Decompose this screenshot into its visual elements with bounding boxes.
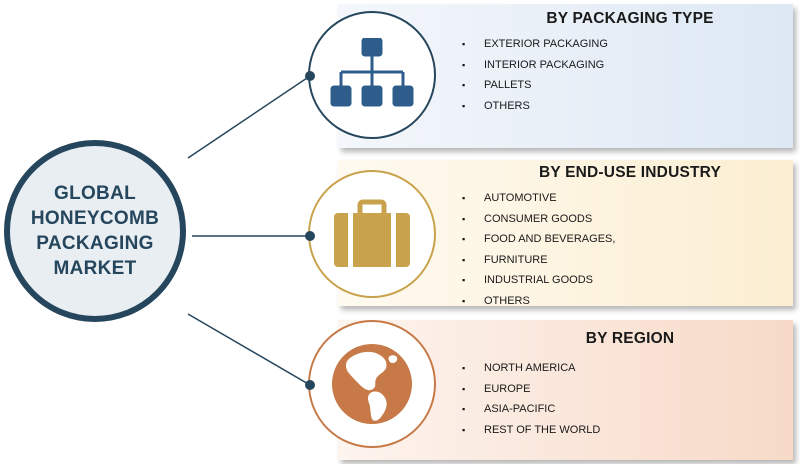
list-item-label: ASIA-PACIFIC bbox=[484, 403, 556, 416]
bullet-icon: ▪ bbox=[462, 39, 466, 49]
segment-item-list: ▪EXTERIOR PACKAGING ▪INTERIOR PACKAGING … bbox=[462, 34, 608, 116]
connector-dot bbox=[305, 71, 315, 81]
globe-icon-circle bbox=[308, 320, 436, 448]
bullet-icon: ▪ bbox=[462, 59, 466, 70]
list-item-label: AUTOMOTIVE bbox=[484, 192, 557, 204]
list-item-label: OTHERS bbox=[484, 99, 530, 112]
bullet-icon: ▪ bbox=[462, 363, 466, 373]
list-item: ▪ REST OF THE WORLD bbox=[462, 420, 600, 441]
list-item-label: FURNITURE bbox=[484, 253, 548, 266]
bullet-icon: ▪ bbox=[462, 275, 466, 286]
bullet-icon: ▪ bbox=[462, 383, 466, 394]
bullet-icon: ▪ bbox=[462, 424, 466, 435]
list-item-label: INDUSTRIAL GOODS bbox=[484, 274, 593, 287]
list-item: ▪ CONSUMER GOODS bbox=[462, 209, 615, 230]
center-title: GLOBAL HONEYCOMB PACKAGING MARKET bbox=[20, 181, 170, 281]
list-item: ▪ ASIA-PACIFIC bbox=[462, 399, 600, 420]
list-item-label: PALLETS bbox=[484, 79, 532, 92]
segment-item-list: ▪ NORTH AMERICA ▪ EUROPE ▪ ASIA-PACIFIC ▪ RE… bbox=[462, 358, 600, 440]
bullet-icon: ▪ bbox=[462, 213, 466, 224]
center-title-line: MARKET bbox=[53, 258, 137, 279]
list-item-label: EUROPE bbox=[484, 382, 531, 395]
center-market-circle: GLOBAL HONEYCOMB PACKAGING MARKET bbox=[4, 140, 186, 322]
list-item-label: OTHERS bbox=[484, 294, 530, 307]
bullet-icon: ▪ bbox=[462, 404, 466, 415]
list-item-label: REST OF THE WORLD bbox=[484, 423, 601, 436]
segment-title: BY END-USE INDUSTRY bbox=[538, 164, 722, 181]
bullet-icon: ▪ bbox=[462, 80, 466, 91]
list-item: ▪ AUTOMOTIVE bbox=[462, 188, 615, 209]
bullet-icon: ▪ bbox=[462, 100, 466, 111]
bullet-icon: ▪ bbox=[462, 295, 466, 306]
list-item: ▪ OTHERS bbox=[462, 291, 615, 312]
connector-dot bbox=[305, 380, 315, 390]
bullet-icon: ▪ bbox=[462, 254, 466, 265]
suitcase-icon bbox=[334, 199, 410, 267]
center-title-line: PACKAGING bbox=[36, 233, 154, 254]
connector-dot bbox=[305, 231, 315, 241]
list-item-label: INTERIOR PACKAGING bbox=[484, 58, 605, 71]
list-item: ▪ FOOD AND BEVERAGES, bbox=[462, 229, 615, 250]
list-item: ▪ EUROPE bbox=[462, 379, 600, 400]
list-item: ▪ PALLETS bbox=[462, 75, 608, 96]
segment-item-list: ▪ AUTOMOTIVE ▪ CONSUMER GOODS ▪ FOOD AND BE… bbox=[462, 188, 615, 312]
list-item-label: NORTH AMERICA bbox=[484, 362, 576, 374]
bullet-icon: ▪ bbox=[462, 234, 466, 245]
globe-americas-icon bbox=[332, 344, 412, 424]
list-item-label: FOOD AND BEVERAGES, bbox=[484, 233, 616, 246]
hierarchy-icon bbox=[330, 38, 414, 107]
center-title-line: HONEYCOMB bbox=[30, 208, 160, 229]
list-item: ▪ FURNITURE bbox=[462, 250, 615, 271]
list-item: ▪ NORTH AMERICA bbox=[462, 358, 600, 379]
list-item: ▪ INDUSTRIAL GOODS bbox=[462, 270, 615, 291]
list-item-label: EXTERIOR PACKAGING bbox=[484, 38, 608, 50]
center-title-line: GLOBAL bbox=[53, 183, 136, 204]
bullet-icon: ▪ bbox=[462, 193, 466, 203]
hierarchy-icon-circle bbox=[308, 11, 436, 139]
list-item: ▪ EXTERIOR PACKAGING bbox=[462, 34, 608, 55]
suitcase-icon-circle bbox=[308, 170, 436, 298]
list-item: ▪ OTHERS bbox=[462, 96, 608, 117]
list-item: ▪ INTERIOR PACKAGING bbox=[462, 55, 608, 76]
segment-title: BY REGION bbox=[585, 330, 675, 347]
segment-title: BY PACKAGING TYPE bbox=[546, 10, 714, 27]
list-item-label: CONSUMER GOODS bbox=[484, 212, 593, 225]
